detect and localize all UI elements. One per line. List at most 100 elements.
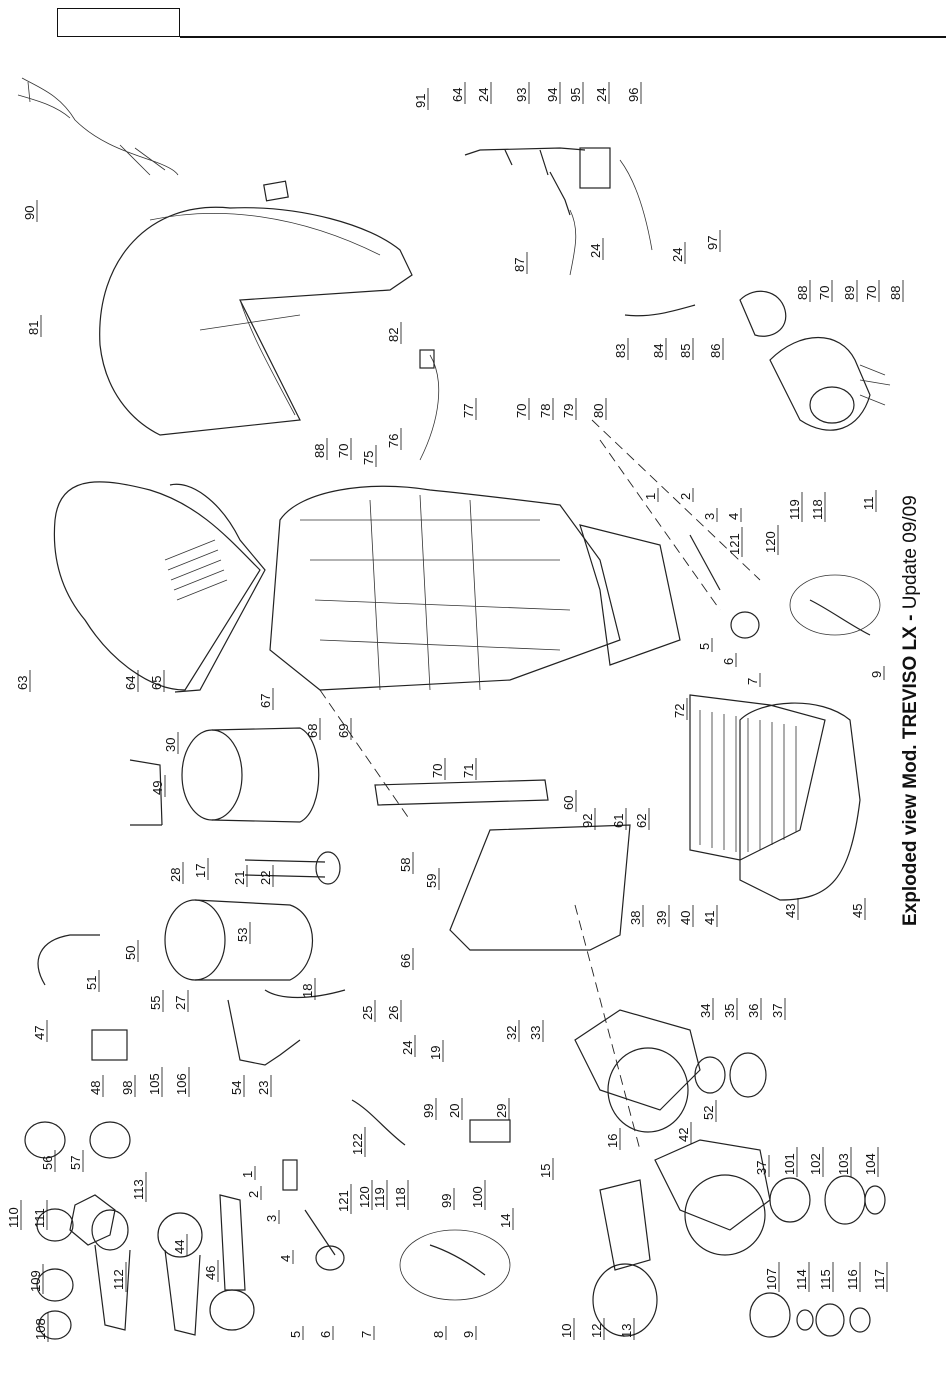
callout-number: 119 xyxy=(372,1187,387,1208)
callout-c107: 107 xyxy=(764,1262,780,1292)
callout-c1a: 1 xyxy=(643,488,659,502)
callout-number: 26 xyxy=(386,1006,401,1020)
callout-number: 69 xyxy=(336,724,351,738)
callout-c28: 28 xyxy=(168,862,184,884)
callout-number: 10 xyxy=(559,1324,574,1338)
callout-c88a: 88 xyxy=(795,280,811,302)
callout-number: 5 xyxy=(288,1331,303,1338)
callout-c94: 94 xyxy=(545,82,561,104)
callout-number: 99 xyxy=(439,1194,454,1208)
callout-number: 106 xyxy=(174,1073,189,1095)
callout-c86: 86 xyxy=(708,338,724,360)
callout-number: 104 xyxy=(863,1153,878,1175)
callout-c52: 52 xyxy=(701,1100,717,1122)
callout-c25: 25 xyxy=(360,1000,376,1022)
callout-c78: 78 xyxy=(538,398,554,420)
callout-c103: 103 xyxy=(836,1147,852,1177)
tube-54 xyxy=(227,999,301,1066)
callout-c70a: 70 xyxy=(817,280,833,302)
callout-c102: 102 xyxy=(808,1147,824,1177)
ring-109 xyxy=(36,1268,74,1302)
callout-number: 121 xyxy=(336,1190,351,1212)
callout-c24b: 24 xyxy=(594,82,610,104)
portafilter-44-handle xyxy=(164,1249,201,1336)
callout-c112: 112 xyxy=(111,1262,127,1292)
callout-c109: 109 xyxy=(28,1264,44,1294)
callout-number: 11 xyxy=(861,497,876,511)
gauge-13 xyxy=(592,1263,658,1337)
wiring-harness-branches xyxy=(17,81,166,176)
callout-number: 24 xyxy=(476,88,491,102)
gasket-36 xyxy=(694,1056,726,1094)
callout-c24c: 24 xyxy=(588,238,604,260)
callout-c96: 96 xyxy=(626,82,642,104)
callout-c18: 18 xyxy=(300,978,316,1000)
callout-c116: 116 xyxy=(845,1262,861,1292)
callout-c53: 53 xyxy=(235,922,251,944)
callout-number: 54 xyxy=(229,1081,244,1095)
callout-c9b: 9 xyxy=(461,1326,477,1340)
heating-element xyxy=(244,859,326,878)
header-rule xyxy=(180,36,946,38)
callout-c76: 76 xyxy=(386,428,402,450)
callout-c4a: 4 xyxy=(726,508,742,522)
callout-c32: 32 xyxy=(504,1020,520,1042)
callout-number: 9 xyxy=(461,1331,476,1338)
tube-9 xyxy=(429,1244,486,1276)
tube-87 xyxy=(549,171,571,216)
callout-number: 83 xyxy=(613,344,628,358)
callout-number: 110 xyxy=(6,1207,21,1228)
callout-c81: 81 xyxy=(26,315,42,337)
callout-number: 116 xyxy=(845,1269,860,1290)
callout-number: 23 xyxy=(256,1081,271,1095)
callout-c30: 30 xyxy=(163,732,179,754)
callout-number: 70 xyxy=(430,764,445,778)
callout-c64a: 64 xyxy=(450,82,466,104)
callout-c24d: 24 xyxy=(670,242,686,264)
callout-c99a: 99 xyxy=(421,1098,437,1120)
callout-number: 17 xyxy=(193,864,208,878)
callout-c26: 26 xyxy=(386,1000,402,1022)
callout-c19: 19 xyxy=(428,1040,444,1062)
assembly-line xyxy=(591,419,761,611)
callout-c12: 12 xyxy=(589,1318,605,1340)
heating-flange xyxy=(315,851,341,885)
callout-number: 33 xyxy=(528,1026,543,1040)
callout-c43: 43 xyxy=(783,898,799,920)
callout-c4b: 4 xyxy=(278,1250,294,1264)
callout-c5a: 5 xyxy=(697,638,713,652)
callout-number: 1 xyxy=(240,1171,255,1178)
callout-number: 86 xyxy=(708,344,723,358)
side-plate-72 xyxy=(579,524,681,666)
callout-number: 12 xyxy=(589,1324,604,1338)
callout-number: 92 xyxy=(580,814,595,828)
callout-c108: 108 xyxy=(33,1312,49,1342)
callout-c60: 60 xyxy=(561,790,577,812)
callout-number: 118 xyxy=(810,499,825,520)
callout-c11: 11 xyxy=(861,490,877,512)
callout-number: 115 xyxy=(818,1269,833,1290)
callout-number: 48 xyxy=(88,1081,103,1095)
callout-number: 57 xyxy=(68,1156,83,1170)
callout-number: 1 xyxy=(643,493,658,500)
callout-c35: 35 xyxy=(722,998,738,1020)
callout-c80: 80 xyxy=(591,398,607,420)
callout-number: 35 xyxy=(722,1004,737,1018)
callout-number: 14 xyxy=(498,1214,513,1228)
callout-c106: 106 xyxy=(174,1067,190,1097)
callout-number: 70 xyxy=(864,286,879,300)
callout-number: 70 xyxy=(817,286,832,300)
callout-c17: 17 xyxy=(193,858,209,880)
callout-c68: 68 xyxy=(305,718,321,740)
callout-c13: 13 xyxy=(619,1318,635,1340)
valve-stem-right xyxy=(689,534,721,591)
callout-number: 2 xyxy=(246,1191,261,1198)
drip-grid-bars xyxy=(699,710,797,852)
callout-number: 7 xyxy=(745,678,760,685)
callout-number: 22 xyxy=(258,871,273,885)
callout-number: 3 xyxy=(702,513,717,520)
callout-c70b: 70 xyxy=(864,280,880,302)
callout-c44: 44 xyxy=(172,1234,188,1256)
callout-number: 66 xyxy=(398,954,413,968)
callout-number: 108 xyxy=(33,1318,48,1340)
